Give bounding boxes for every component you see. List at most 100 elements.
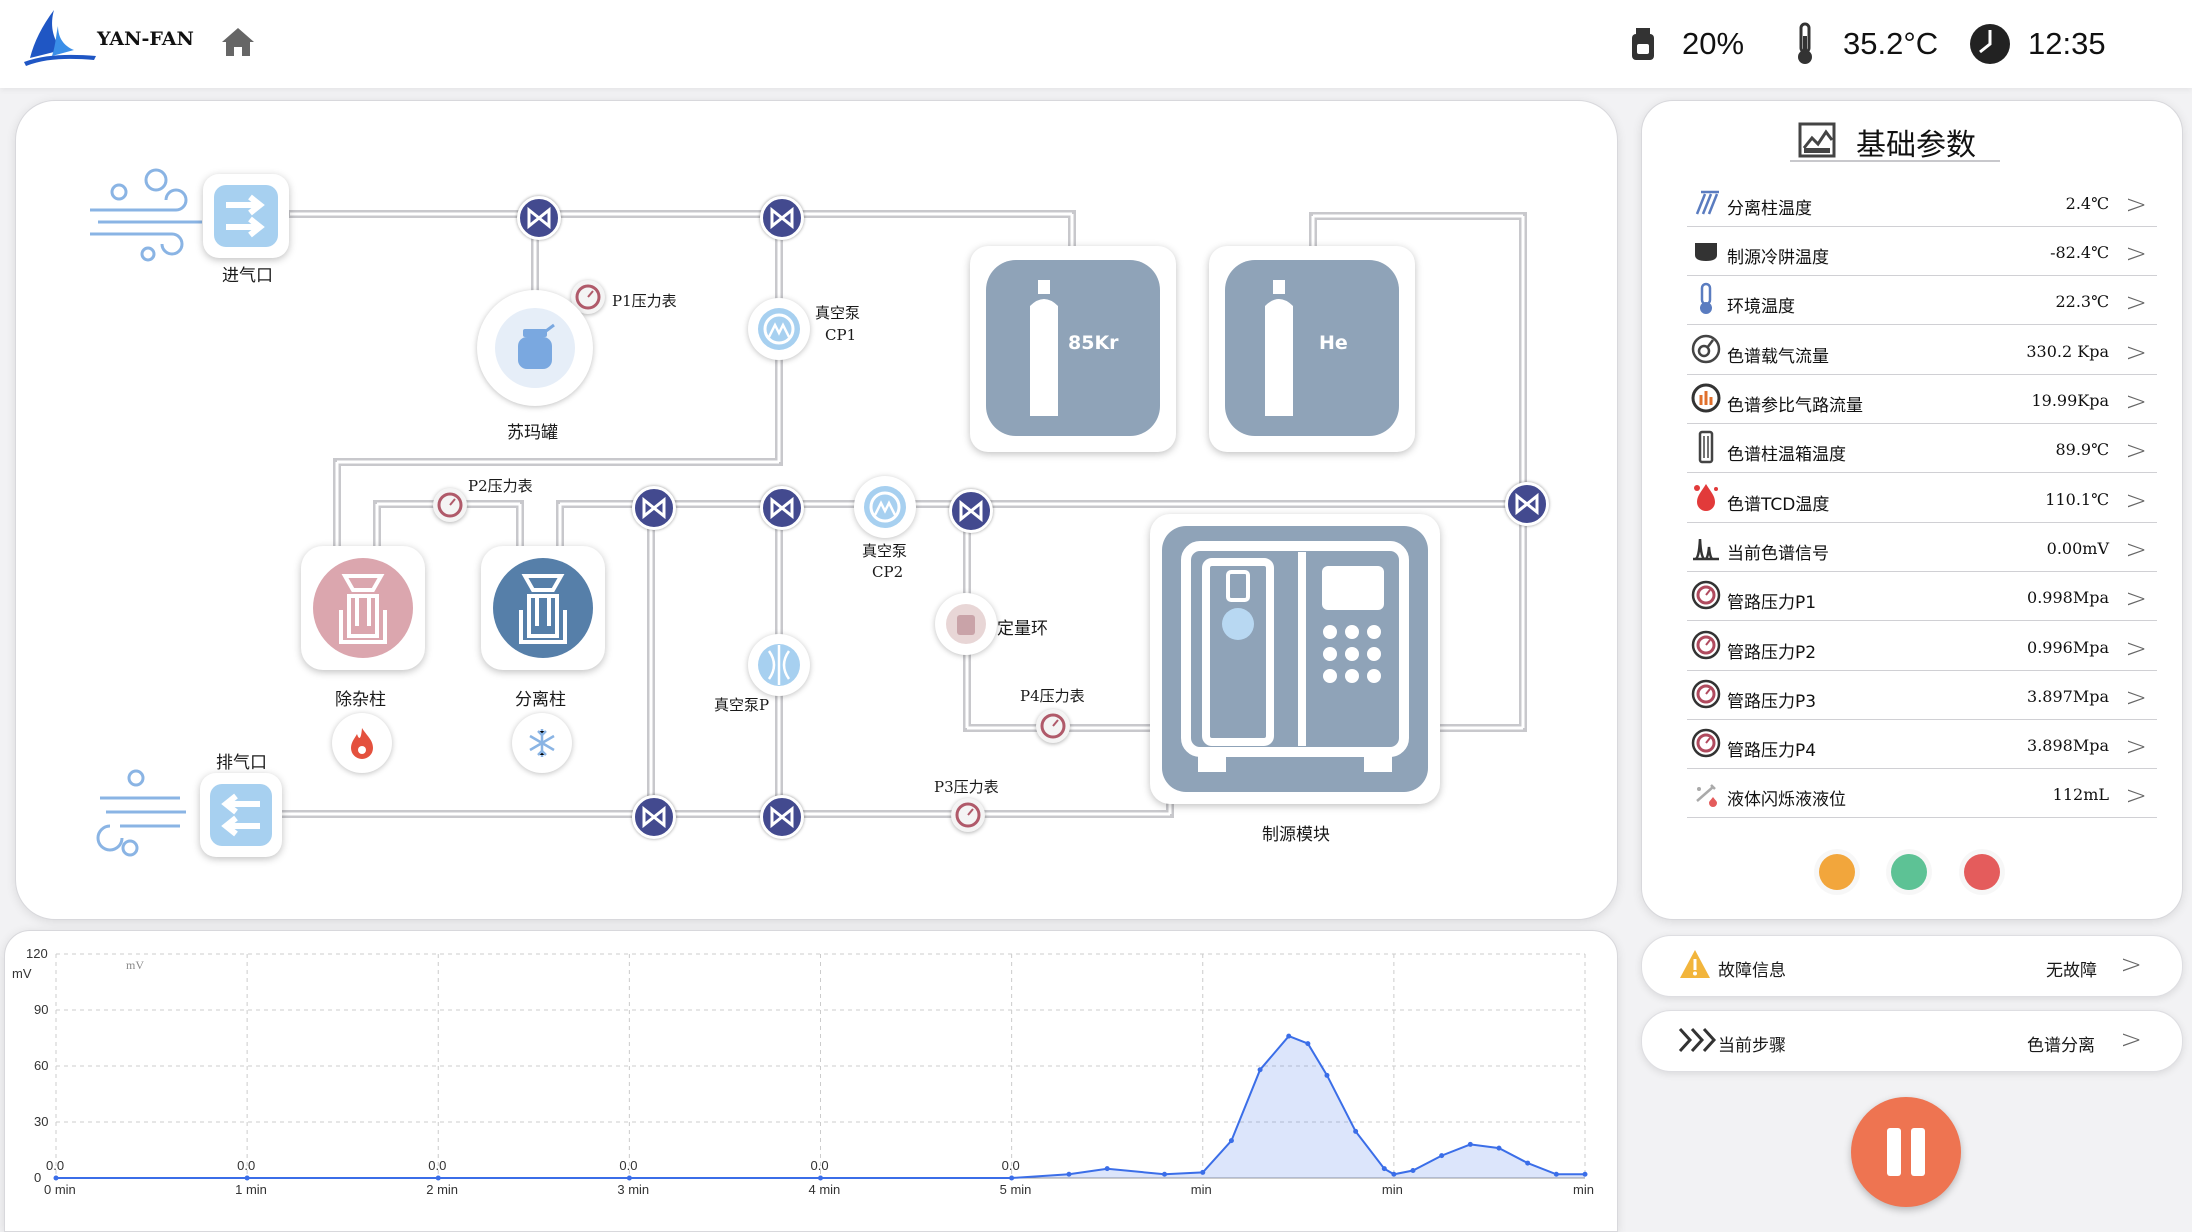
data-point [1496, 1145, 1502, 1151]
data-point [1162, 1171, 1168, 1177]
param-row[interactable]: 色谱载气流量 330.2 Kpa > [1687, 328, 2157, 375]
param-value: 0.00mV [2046, 539, 2109, 558]
data-point [53, 1175, 59, 1181]
data-point [1391, 1171, 1397, 1177]
valve-5[interactable] [949, 489, 993, 533]
he-tank: He [1225, 260, 1399, 436]
vacuum-pump-cp1[interactable] [748, 298, 810, 360]
p3-label: P3压力表 [934, 778, 999, 796]
p4-label: P4压力表 [1020, 687, 1085, 705]
vacuum-pump-cp2[interactable] [854, 476, 916, 538]
chevron-right-icon[interactable]: > [2125, 239, 2147, 269]
valve-1[interactable] [517, 196, 561, 240]
chevron-right-icon[interactable]: > [2125, 535, 2147, 565]
signal-area [56, 1036, 1585, 1178]
p3-gauge[interactable] [951, 798, 985, 832]
suma-label: 苏玛罐 [507, 423, 558, 443]
param-value: 0.998Mpa [2027, 588, 2109, 607]
chevron-right-icon[interactable]: > [2125, 338, 2147, 368]
valve-3[interactable] [632, 486, 676, 530]
p2-gauge[interactable] [433, 488, 467, 522]
param-label: 色谱TCD温度 [1727, 495, 1830, 515]
liquid-level-icon [1696, 784, 1717, 807]
he-cylinder[interactable]: He [1209, 246, 1415, 452]
valve-4[interactable] [760, 486, 804, 530]
flame-icon [351, 728, 373, 759]
cooling-module[interactable] [1150, 514, 1440, 804]
outlet-tile[interactable] [200, 773, 282, 857]
param-row[interactable]: 制源冷阱温度 -82.4℃ > [1687, 229, 2157, 276]
vacuum-pump-p[interactable] [748, 634, 810, 696]
quant-loop[interactable] [935, 593, 997, 655]
param-value: 22.3℃ [2055, 292, 2109, 311]
home-icon[interactable] [220, 24, 256, 60]
chevron-right-icon[interactable]: > [2125, 436, 2147, 466]
p4-gauge[interactable] [1036, 709, 1070, 743]
chevron-right-icon[interactable]: > [2125, 732, 2147, 762]
chevron-right-icon[interactable]: > [2125, 634, 2147, 664]
data-point [1104, 1166, 1110, 1172]
pump-icon [864, 486, 906, 528]
valve-icon [770, 206, 794, 230]
pause-button[interactable] [1851, 1097, 1961, 1207]
valve-8[interactable] [760, 795, 804, 839]
chevron-right-icon[interactable]: > [2120, 950, 2142, 980]
chevron-right-icon[interactable]: > [2125, 288, 2147, 318]
data-label: 0.0 [1001, 1158, 1020, 1173]
inlet-tile[interactable] [203, 174, 289, 258]
clock-icon [1970, 24, 2010, 64]
chevron-right-icon[interactable]: > [2125, 584, 2147, 614]
valve-2[interactable] [760, 196, 804, 240]
step-card[interactable]: 当前步骤 色谱分离 > [1641, 1010, 2183, 1072]
inlet-wind-icon [90, 168, 202, 262]
chevron-right-icon[interactable]: > [2125, 781, 2147, 811]
param-label: 管路压力P3 [1727, 692, 1817, 712]
cooler-button[interactable] [512, 713, 572, 773]
chevron-right-icon[interactable]: > [2125, 486, 2147, 516]
data-point [1200, 1169, 1206, 1175]
quant-loop-label: 定量环 [997, 619, 1048, 639]
valve-6[interactable] [1505, 482, 1549, 526]
pump-icon [758, 644, 800, 686]
kr-cylinder[interactable]: 85Kr [970, 246, 1176, 452]
y-tick-label: 30 [34, 1114, 49, 1129]
param-row[interactable]: 管路压力P3 3.897Mpa > [1687, 673, 2157, 720]
param-value: 2.4℃ [2065, 194, 2109, 213]
param-row[interactable]: 色谱柱温箱温度 89.9℃ > [1687, 426, 2157, 473]
param-row[interactable]: 色谱参比气路流量 19.99Kpa > [1687, 377, 2157, 424]
param-row[interactable]: 色谱TCD温度 110.1℃ > [1687, 476, 2157, 523]
chevron-right-icon[interactable]: > [2125, 387, 2147, 417]
fault-card[interactable]: 故障信息 无故障 > [1641, 935, 2183, 997]
data-point [1353, 1128, 1359, 1134]
valve-icon [959, 499, 983, 523]
param-row[interactable]: 当前色谱信号 0.00mV > [1687, 525, 2157, 572]
data-point [1305, 1041, 1311, 1047]
chart-inner-label: mV [126, 958, 144, 972]
param-row[interactable]: 液体闪烁液液位 112mL > [1687, 771, 2157, 818]
valve-7[interactable] [632, 795, 676, 839]
chevron-right-icon[interactable]: > [2125, 190, 2147, 220]
param-row[interactable]: 管路压力P1 0.998Mpa > [1687, 574, 2157, 621]
valve-icon [770, 805, 794, 829]
chevron-right-icon[interactable]: > [2125, 683, 2147, 713]
data-point [1257, 1067, 1263, 1073]
param-row[interactable]: 分离柱温度 2.4℃ > [1687, 180, 2157, 227]
cp2-label-2: CP2 [872, 563, 904, 581]
data-label: 0.0 [810, 1158, 829, 1173]
top-bar: YAN-FAN 20% 35.2°C 12:35 [0, 0, 2192, 88]
impurity-column[interactable] [301, 546, 425, 670]
chevron-right-icon[interactable]: > [2120, 1025, 2142, 1055]
param-row[interactable]: 管路压力P2 0.996Mpa > [1687, 624, 2157, 671]
heater-button[interactable] [332, 713, 392, 773]
data-point [1324, 1072, 1330, 1078]
suma-canister[interactable] [477, 290, 593, 406]
data-point [1582, 1171, 1588, 1177]
param-row[interactable]: 环境温度 22.3℃ > [1687, 278, 2157, 325]
param-row[interactable]: 管路压力P4 3.898Mpa > [1687, 722, 2157, 769]
pressure-gauge-icon [1691, 679, 1721, 709]
param-label: 环境温度 [1727, 297, 1795, 317]
param-value: 110.1℃ [2045, 490, 2109, 509]
separation-column[interactable] [481, 546, 605, 670]
kr-tank: 85Kr [986, 260, 1160, 436]
